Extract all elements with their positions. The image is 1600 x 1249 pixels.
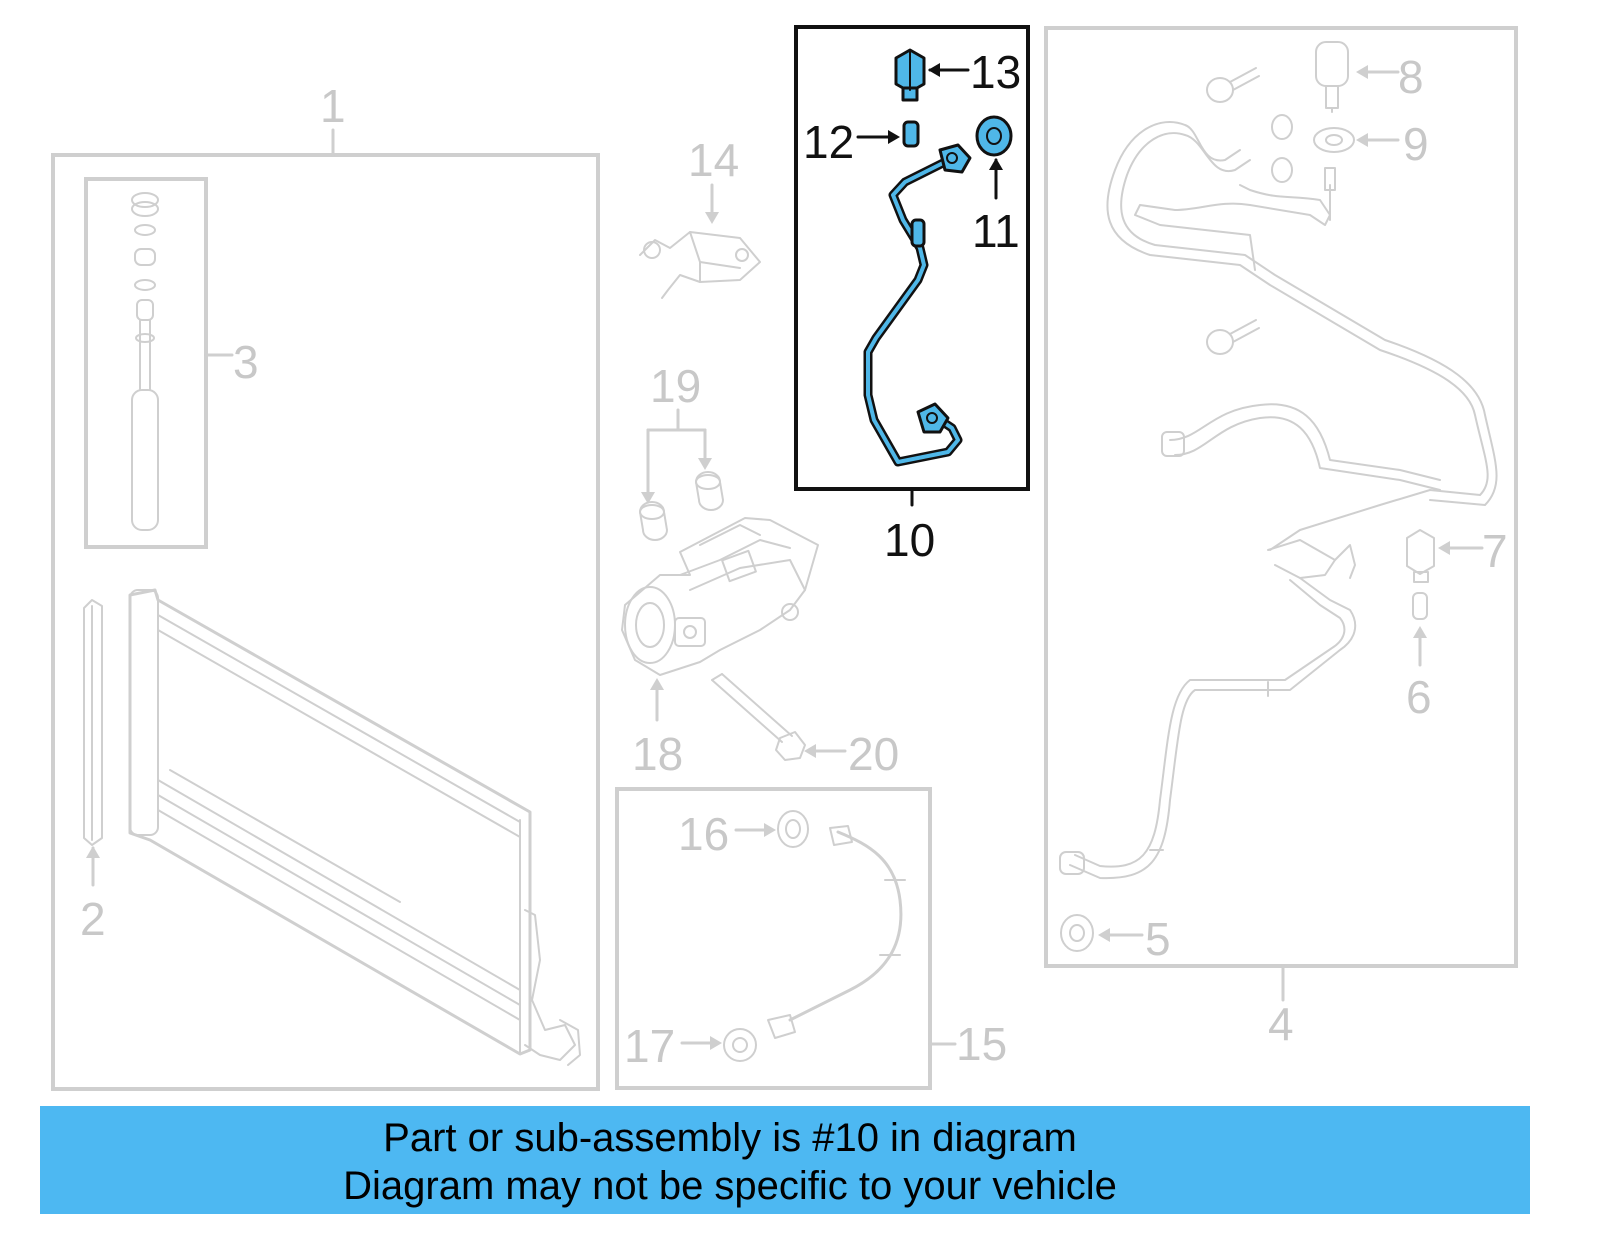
bolt-icon (711, 673, 806, 761)
callout-13[interactable]: 13 (970, 46, 1021, 98)
callout-19[interactable]: 19 (650, 360, 701, 412)
callout-18[interactable]: 18 (632, 728, 683, 780)
part-4-group: 4 8 9 (1044, 26, 1518, 1050)
part-1-box (51, 153, 600, 1091)
banner-line-part: Part or sub-assembly is #10 in diagram (383, 1116, 1077, 1160)
o-ring-9-icon (1313, 127, 1355, 153)
callout-11[interactable]: 11 (972, 205, 1020, 257)
callout-5[interactable]: 5 (1145, 913, 1171, 965)
callout-1[interactable]: 1 (320, 80, 346, 132)
callout-9[interactable]: 9 (1403, 118, 1429, 170)
part-19-group: 19 (639, 360, 724, 541)
dryer-cartridge-icon (131, 192, 159, 531)
valve-core-6-icon (1412, 592, 1428, 620)
callout-2[interactable]: 2 (80, 893, 106, 945)
valve-cap-7-icon (1406, 529, 1435, 583)
callout-15[interactable]: 15 (956, 1018, 1007, 1070)
o-ring-16-icon (777, 810, 809, 848)
callout-17[interactable]: 17 (624, 1020, 675, 1072)
suction-line-tube-icon (863, 143, 972, 467)
o-rings-small-icon (1271, 114, 1336, 191)
banner-line-disclaimer: Diagram may not be specific to your vehi… (343, 1164, 1117, 1208)
part-15-box (615, 787, 932, 1090)
compressor-icon (621, 517, 819, 676)
pressure-switch-8-icon (1315, 41, 1349, 113)
part-18-group: 18 (621, 517, 819, 780)
callout-6[interactable]: 6 (1406, 671, 1432, 723)
expansion-valve-bracket-icon (639, 231, 761, 299)
grommet-icon (639, 471, 724, 541)
o-ring-5-icon (1060, 914, 1094, 952)
side-seal-strip-icon (83, 599, 103, 846)
part-10-group: 10 13 12 11 (794, 25, 1030, 566)
part-1-condenser-group: 1 3 2 (51, 80, 600, 1091)
valve-cap-13-icon (894, 48, 926, 102)
part-20-group: 20 (711, 673, 899, 780)
condenser-core-icon (128, 588, 581, 1066)
callout-16[interactable]: 16 (678, 808, 729, 860)
callout-14[interactable]: 14 (688, 134, 739, 186)
valve-core-12-icon (902, 120, 920, 148)
callout-10[interactable]: 10 (884, 514, 935, 566)
info-banner: Part or sub-assembly is #10 in diagram D… (40, 1106, 1530, 1214)
screw-icon (1206, 67, 1260, 355)
part-3-box (84, 177, 208, 549)
discharge-hose-icon (767, 825, 906, 1039)
callout-8[interactable]: 8 (1398, 51, 1424, 103)
callout-12[interactable]: 12 (803, 116, 854, 168)
callout-7[interactable]: 7 (1482, 525, 1508, 577)
part-14-group: 14 (639, 134, 761, 299)
callout-3[interactable]: 3 (233, 336, 259, 388)
callout-4[interactable]: 4 (1268, 998, 1294, 1050)
o-ring-17-icon (723, 1028, 757, 1062)
callout-20[interactable]: 20 (848, 728, 899, 780)
part-15-group: 15 16 17 (615, 787, 1007, 1090)
o-ring-11-icon (975, 115, 1013, 157)
part-4-box (1044, 26, 1518, 968)
liquid-line-hose-icon (1059, 121, 1498, 880)
